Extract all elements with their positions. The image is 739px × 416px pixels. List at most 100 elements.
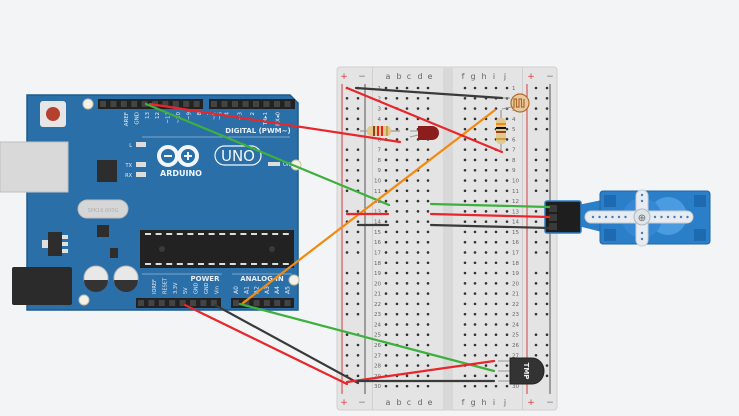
breadboard-hole[interactable] <box>484 302 488 306</box>
breadboard-hole[interactable] <box>426 117 430 121</box>
rail-hole[interactable] <box>356 343 360 347</box>
breadboard-hole[interactable] <box>384 312 388 316</box>
breadboard-hole[interactable] <box>494 179 498 182</box>
breadboard-hole[interactable] <box>405 138 409 141</box>
rail-hole[interactable] <box>545 117 549 121</box>
breadboard-hole[interactable] <box>473 271 477 275</box>
rail-hole[interactable] <box>356 364 360 367</box>
breadboard-hole[interactable] <box>395 302 399 306</box>
rail-hole[interactable] <box>345 302 349 306</box>
breadboard-hole[interactable] <box>463 261 467 265</box>
breadboard-hole[interactable] <box>463 148 467 151</box>
breadboard-hole[interactable] <box>395 117 399 121</box>
breadboard-hole[interactable] <box>426 220 430 223</box>
rail-hole[interactable] <box>545 86 549 90</box>
breadboard-hole[interactable] <box>384 168 388 172</box>
rail-hole[interactable] <box>345 251 349 254</box>
breadboard-hole[interactable] <box>494 158 498 162</box>
breadboard-hole[interactable] <box>426 168 430 172</box>
rail-hole[interactable] <box>534 251 538 254</box>
breadboard-hole[interactable] <box>473 220 477 223</box>
header-pin[interactable] <box>169 300 176 306</box>
rail-hole[interactable] <box>345 292 349 295</box>
breadboard-hole[interactable] <box>494 189 498 193</box>
breadboard-hole[interactable] <box>505 179 509 182</box>
rail-hole[interactable] <box>534 282 538 285</box>
breadboard-hole[interactable] <box>426 96 430 100</box>
rail-hole[interactable] <box>345 148 349 151</box>
breadboard-hole[interactable] <box>395 251 399 254</box>
breadboard-hole[interactable] <box>484 323 488 326</box>
resistor-led[interactable] <box>360 126 400 136</box>
breadboard-hole[interactable] <box>426 210 430 213</box>
breadboard-hole[interactable] <box>463 168 467 172</box>
breadboard-hole[interactable] <box>463 127 467 131</box>
rail-hole[interactable] <box>345 282 349 285</box>
breadboard-hole[interactable] <box>505 168 509 172</box>
breadboard-hole[interactable] <box>405 148 409 151</box>
breadboard-hole[interactable] <box>494 210 498 213</box>
wire-red-5v-rail[interactable] <box>183 303 349 386</box>
breadboard-hole[interactable] <box>473 148 477 151</box>
breadboard-hole[interactable] <box>463 117 467 121</box>
breadboard-hole[interactable] <box>426 292 430 295</box>
breadboard-hole[interactable] <box>484 374 488 378</box>
breadboard-hole[interactable] <box>395 292 399 295</box>
breadboard-hole[interactable] <box>405 323 409 326</box>
temperature-sensor-tmp36[interactable]: TMP <box>498 357 545 385</box>
power-header[interactable] <box>136 298 221 308</box>
breadboard-hole[interactable] <box>473 384 477 388</box>
breadboard-hole[interactable] <box>426 240 430 244</box>
breadboard-hole[interactable] <box>395 364 399 367</box>
breadboard-hole[interactable] <box>463 384 467 388</box>
header-pin[interactable] <box>200 300 207 306</box>
digital-header-2[interactable] <box>209 99 295 109</box>
breadboard-hole[interactable] <box>405 199 409 203</box>
rail-hole[interactable] <box>356 374 360 378</box>
breadboard-hole[interactable] <box>384 261 388 265</box>
breadboard-hole[interactable] <box>463 343 467 347</box>
rail-hole[interactable] <box>534 117 538 121</box>
rail-hole[interactable] <box>356 179 360 182</box>
breadboard-hole[interactable] <box>384 179 388 182</box>
breadboard-hole[interactable] <box>463 107 467 110</box>
breadboard-hole[interactable] <box>473 210 477 213</box>
breadboard-hole[interactable] <box>505 282 509 285</box>
breadboard-hole[interactable] <box>463 158 467 162</box>
breadboard-hole[interactable] <box>484 333 488 337</box>
rail-hole[interactable] <box>534 353 538 357</box>
breadboard-hole[interactable] <box>473 107 477 110</box>
breadboard-hole[interactable] <box>395 148 399 151</box>
rail-hole[interactable] <box>534 179 538 182</box>
wire-orange-a0-ldr[interactable] <box>241 108 497 305</box>
breadboard-hole[interactable] <box>416 251 420 254</box>
header-pin[interactable] <box>221 101 228 107</box>
rail-hole[interactable] <box>356 251 360 254</box>
breadboard-hole[interactable] <box>384 323 388 326</box>
breadboard-hole[interactable] <box>395 384 399 388</box>
breadboard-hole[interactable] <box>484 384 488 388</box>
breadboard-hole[interactable] <box>494 282 498 285</box>
breadboard-hole[interactable] <box>384 353 388 357</box>
header-pin[interactable] <box>263 300 270 306</box>
wire-green-a1-tmp[interactable] <box>238 302 496 373</box>
header-pin[interactable] <box>243 300 250 306</box>
breadboard-hole[interactable] <box>426 251 430 254</box>
breadboard-hole[interactable] <box>384 230 388 234</box>
breadboard-hole[interactable] <box>405 251 409 254</box>
header-pin[interactable] <box>193 101 200 107</box>
breadboard-hole[interactable] <box>405 353 409 357</box>
header-pin[interactable] <box>100 101 106 107</box>
breadboard-hole[interactable] <box>384 210 388 213</box>
breadboard-hole[interactable] <box>384 158 388 162</box>
breadboard-hole[interactable] <box>405 127 409 131</box>
breadboard-hole[interactable] <box>405 333 409 337</box>
breadboard-hole[interactable] <box>426 179 430 182</box>
rail-hole[interactable] <box>545 271 549 275</box>
rail-hole[interactable] <box>356 230 360 234</box>
breadboard-hole[interactable] <box>463 251 467 254</box>
rail-hole[interactable] <box>545 292 549 295</box>
breadboard-hole[interactable] <box>484 261 488 265</box>
breadboard-hole[interactable] <box>473 302 477 306</box>
rail-hole[interactable] <box>356 240 360 244</box>
